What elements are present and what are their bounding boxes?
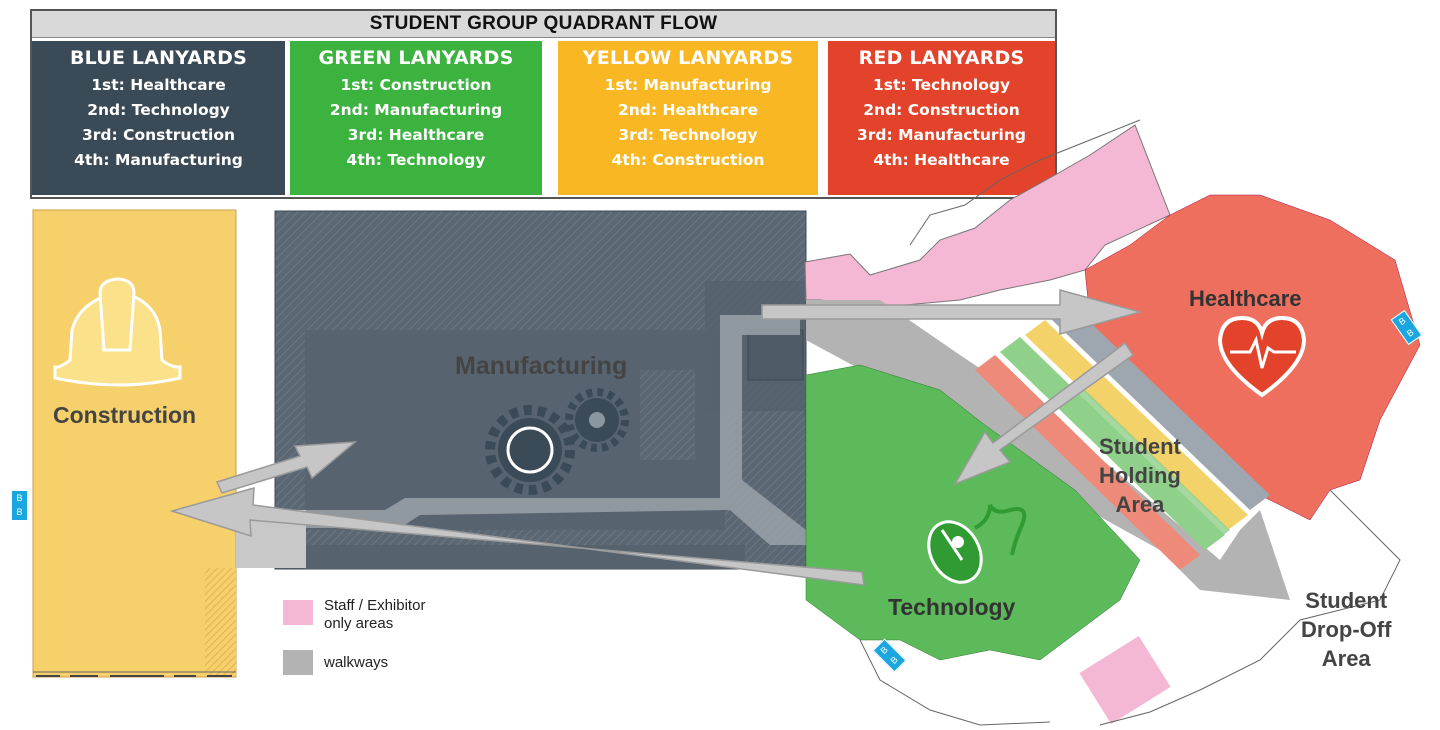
quadrant-flow-header: STUDENT GROUP QUADRANT FLOW BLUE LANYARD… bbox=[30, 9, 1057, 199]
column-item: 3rd: Technology bbox=[618, 126, 758, 144]
column-item: 4th: Healthcare bbox=[873, 151, 1010, 169]
arrow-to-manufacturing bbox=[215, 441, 358, 494]
column-item: 1st: Manufacturing bbox=[604, 76, 772, 94]
arrow-to-construction bbox=[169, 486, 865, 586]
holding-area-stripes bbox=[975, 303, 1270, 570]
legend-walkway-swatch bbox=[283, 650, 313, 675]
column-heading: RED LANYARDS bbox=[858, 47, 1025, 69]
healthcare-label: Healthcare bbox=[1189, 286, 1302, 311]
green-lanyards-column: GREEN LANYARDS 1st: Construction 2nd: Ma… bbox=[290, 41, 542, 195]
technology-zone bbox=[805, 364, 1141, 661]
construction-zone bbox=[32, 209, 237, 678]
column-item: 2nd: Technology bbox=[87, 101, 230, 119]
legend-walkways-label: walkways bbox=[324, 654, 389, 671]
legend-staff-swatch bbox=[283, 600, 313, 625]
arrow-to-technology bbox=[953, 341, 1135, 486]
column-item: 4th: Construction bbox=[611, 151, 765, 169]
red-lanyards-column: RED LANYARDS 1st: Technology 2nd: Constr… bbox=[828, 41, 1055, 195]
column-item: 1st: Technology bbox=[872, 76, 1011, 94]
column-item: 1st: Construction bbox=[340, 76, 492, 94]
construction-label: Construction bbox=[53, 402, 197, 428]
blue-lanyards-column: BLUE LANYARDS 1st: Healthcare 2nd: Techn… bbox=[32, 41, 285, 195]
arrow-to-healthcare bbox=[761, 289, 1143, 335]
dropoff-area-label: Student Drop-Off Area bbox=[1301, 588, 1392, 671]
holding-area-label: Student Holding Area bbox=[1099, 434, 1181, 517]
column-item: 1st: Healthcare bbox=[91, 76, 226, 94]
column-item: 3rd: Manufacturing bbox=[857, 126, 1026, 144]
column-item: 2nd: Manufacturing bbox=[329, 101, 503, 119]
manufacturing-label: Manufacturing bbox=[455, 352, 628, 380]
column-item: 3rd: Healthcare bbox=[347, 126, 485, 144]
column-heading: BLUE LANYARDS bbox=[70, 47, 247, 69]
column-heading: YELLOW LANYARDS bbox=[582, 47, 794, 69]
column-item: 4th: Technology bbox=[346, 151, 486, 169]
header-title: STUDENT GROUP QUADRANT FLOW bbox=[32, 11, 1055, 38]
column-item: 2nd: Healthcare bbox=[617, 101, 758, 119]
yellow-lanyards-column: YELLOW LANYARDS 1st: Manufacturing 2nd: … bbox=[558, 41, 818, 195]
column-item: 3rd: Construction bbox=[81, 126, 236, 144]
hard-hat-icon bbox=[53, 277, 182, 387]
column-item: 4th: Manufacturing bbox=[74, 151, 243, 169]
technology-label: Technology bbox=[888, 594, 1016, 620]
building-outline bbox=[859, 119, 1401, 726]
flow-arrows bbox=[169, 289, 1143, 586]
legend-staff-label: Staff / Exhibitor only areas bbox=[324, 597, 426, 632]
mouse-icon bbox=[927, 503, 1027, 584]
gears-icon bbox=[485, 388, 629, 495]
heart-pulse-icon bbox=[1217, 315, 1307, 398]
column-heading: GREEN LANYARDS bbox=[318, 47, 514, 69]
column-item: 2nd: Construction bbox=[863, 101, 1020, 119]
manufacturing-zone bbox=[236, 210, 807, 570]
